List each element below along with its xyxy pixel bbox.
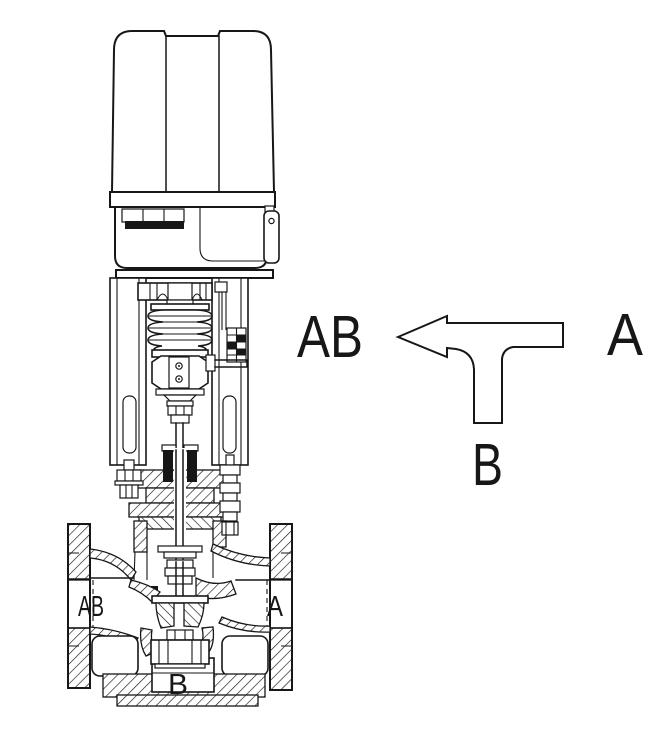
bonnet-stud-right xyxy=(219,454,241,522)
port-label-b: B xyxy=(168,669,188,701)
yoke-slot-right xyxy=(222,395,237,454)
port-label-ab: AB xyxy=(78,591,104,623)
plug-skirt xyxy=(150,639,210,665)
bonnet-bolt-left xyxy=(114,459,144,499)
valve-stem-upper xyxy=(175,422,184,451)
flow-label-ab: AB xyxy=(297,304,363,370)
valve-plug xyxy=(150,595,210,669)
yoke-slot-left xyxy=(122,395,137,454)
bonnet xyxy=(128,444,232,530)
pointer-arm xyxy=(214,359,248,368)
pointer-pivot xyxy=(205,354,216,372)
actuator-housing xyxy=(109,30,276,269)
yoke-top-plate xyxy=(115,269,274,279)
flow-label-b: B xyxy=(472,432,503,498)
flow-label-a: A xyxy=(607,302,644,368)
yoke xyxy=(109,277,249,466)
cable-gland-connector xyxy=(263,205,280,264)
flange-right xyxy=(266,523,293,691)
flange-left xyxy=(67,523,94,689)
port-label-a: A xyxy=(267,591,284,623)
merge-arrow-icon xyxy=(395,314,564,424)
flow-direction-arrow: AB A B xyxy=(297,302,644,498)
stem-crosshead xyxy=(137,282,213,307)
actuator-nameplate xyxy=(121,208,185,229)
body-neck xyxy=(133,520,239,598)
travel-indicator-scale xyxy=(214,281,247,363)
packing-gland xyxy=(163,449,197,563)
bellows xyxy=(147,303,213,358)
stem-coupling xyxy=(151,354,248,424)
